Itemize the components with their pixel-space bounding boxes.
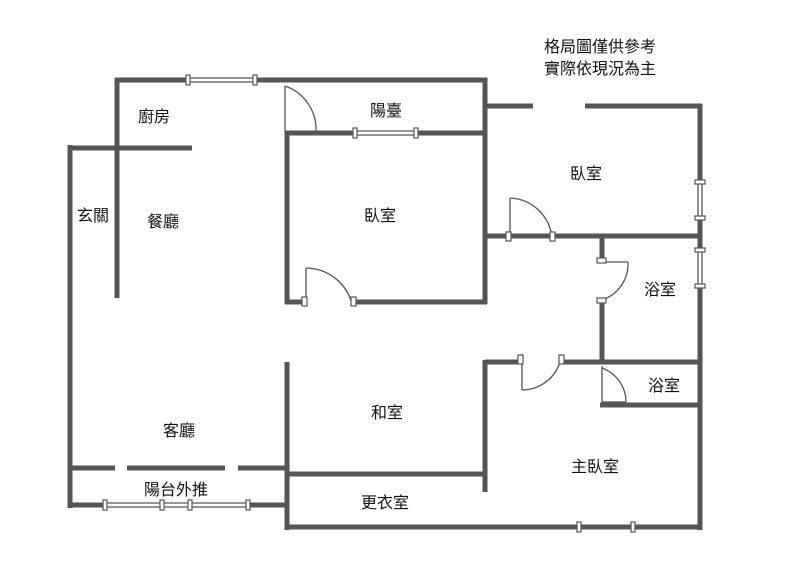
room-label-walk-in-closet: 更衣室 — [360, 493, 410, 512]
room-label-living-room: 客廳 — [162, 421, 196, 440]
room-label-entrance: 玄關 — [76, 206, 110, 225]
door-bathroom-2 — [601, 366, 627, 403]
doors — [284, 85, 629, 403]
disclaimer-note: 格局圖僅供參考 實際依現況為主 — [520, 36, 680, 80]
door-kitchen-balcony — [284, 85, 317, 133]
door-bathroom-1 — [596, 257, 629, 304]
room-label-bedroom-center: 臥室 — [363, 206, 397, 225]
room-label-kitchen: 廚房 — [137, 107, 171, 126]
room-label-balcony-bottom: 陽台外推 — [143, 480, 209, 499]
disclaimer-line-2: 實際依現況為主 — [543, 59, 656, 78]
room-label-balcony-top: 陽臺 — [369, 101, 403, 120]
door-bedroom-right — [505, 197, 556, 242]
door-bedroom-center — [301, 267, 357, 307]
room-label-bathroom-1: 浴室 — [643, 280, 677, 299]
room-label-japanese-room: 和室 — [370, 403, 404, 422]
room-label-dining: 餐廳 — [146, 212, 180, 231]
windows — [102, 74, 706, 533]
room-label-bedroom-right: 臥室 — [569, 164, 603, 183]
door-master-bedroom — [517, 354, 565, 391]
disclaimer-line-1: 格局圖僅供參考 — [543, 37, 656, 56]
room-label-master-bedroom: 主臥室 — [570, 457, 620, 476]
room-label-bathroom-2: 浴室 — [647, 376, 681, 395]
